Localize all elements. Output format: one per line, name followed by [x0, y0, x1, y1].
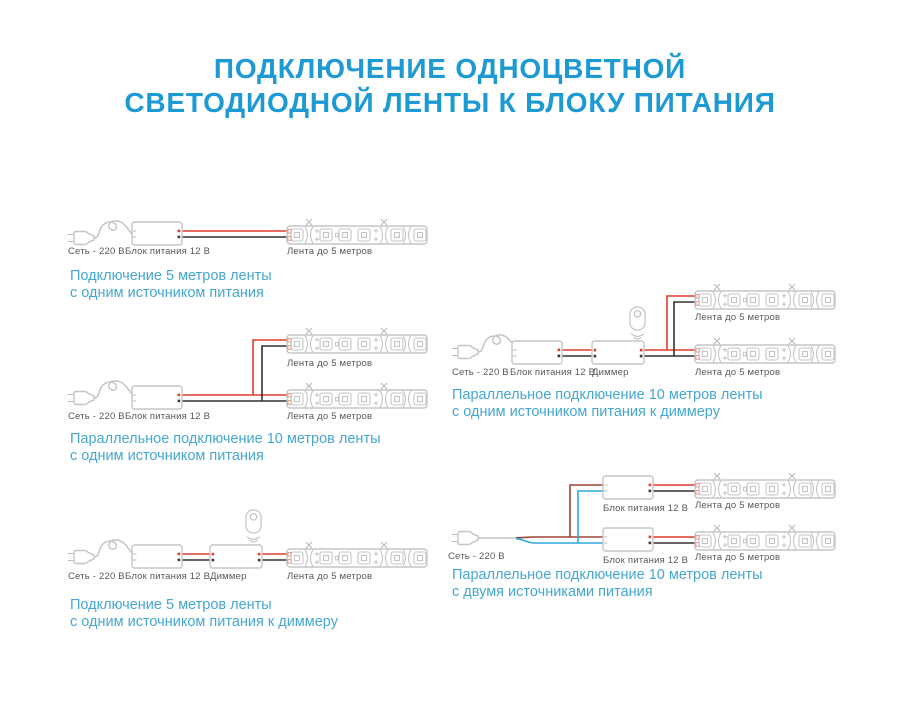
- diagram-5-graphic: [451, 472, 836, 552]
- wire-red: [562, 295, 696, 351]
- mains-label: Сеть - 220 В: [68, 246, 125, 257]
- mains-label: Сеть - 220 В: [68, 571, 125, 582]
- led-strip: [694, 283, 836, 310]
- psu-box: [131, 221, 183, 246]
- power-cord: [93, 380, 133, 399]
- wire-red: [182, 339, 288, 396]
- power-cord: [477, 334, 517, 353]
- psu-label: Блок питания 12 В: [125, 571, 211, 582]
- psu-box: [511, 340, 563, 365]
- power-plug-icon: [451, 344, 479, 360]
- caption-line: Параллельное подключение 10 метров ленты: [452, 387, 763, 403]
- led-strip: [286, 218, 428, 245]
- strip-label: Лента до 5 метров: [287, 411, 373, 422]
- psu-label: Блок питания 12 В: [603, 503, 689, 514]
- caption-line: Параллельное подключение 10 метров ленты: [452, 567, 763, 583]
- mains-label: Сеть - 220 В: [68, 411, 125, 422]
- strip-label: Лента до 5 метров: [287, 571, 373, 582]
- wire-red: [653, 484, 696, 538]
- led-strip: [286, 327, 428, 354]
- page-title-line1: ПОДКЛЮЧЕНИЕ ОДНОЦВЕТНОЙ: [213, 53, 687, 84]
- power-plug-icon: [451, 530, 479, 546]
- diagram-2-graphic: [67, 327, 428, 410]
- diagram-5-caption: Параллельное подключение 10 метров ленты…: [452, 567, 763, 601]
- diagram-3-caption: Подключение 5 метров ленты с одним источ…: [70, 597, 338, 631]
- page-title: ПОДКЛЮЧЕНИЕ ОДНОЦВЕТНОЙ СВЕТОДИОДНОЙ ЛЕН…: [0, 52, 900, 120]
- psu-box: [602, 475, 654, 500]
- led-strip: [694, 337, 836, 364]
- led-strip: [694, 524, 836, 551]
- strip-label: Лента до 5 метров: [695, 500, 781, 511]
- caption-line: с одним источником питания: [70, 285, 264, 301]
- led-strip: [286, 541, 428, 568]
- wire-blue-ac: [515, 490, 604, 544]
- psu-box: [131, 385, 183, 410]
- wire-black: [182, 345, 288, 402]
- diagram-4-graphic: [451, 283, 836, 365]
- dimmer-box: [209, 544, 263, 569]
- caption-line: с одним источником питания к диммеру: [452, 404, 720, 420]
- led-strip: [286, 382, 428, 409]
- power-plug-icon: [67, 230, 95, 246]
- strip-label: Лента до 5 метров: [695, 312, 781, 323]
- diagram-1-graphic: [67, 218, 428, 246]
- caption-line: Подключение 5 метров ленты: [70, 268, 272, 284]
- caption-line: с одним источником питания: [70, 448, 264, 464]
- mains-label: Сеть - 220 В: [448, 551, 505, 562]
- psu-label: Блок питания 12 В: [510, 367, 596, 378]
- led-strip: [694, 472, 836, 499]
- power-plug-icon: [67, 390, 95, 406]
- psu-box: [602, 527, 654, 552]
- strip-label: Лента до 5 метров: [287, 358, 373, 369]
- dimmer-label: Диммер: [210, 571, 247, 582]
- page-title-line2: СВЕТОДИОДНОЙ ЛЕНТЫ К БЛОКУ ПИТАНИЯ: [124, 87, 776, 118]
- power-cord: [93, 220, 133, 239]
- diagram-4-caption: Параллельное подключение 10 метров ленты…: [452, 387, 763, 421]
- diagram-2-caption: Параллельное подключение 10 метров ленты…: [70, 431, 381, 465]
- wire-brown-ac: [515, 484, 604, 539]
- mains-label: Сеть - 220 В: [452, 367, 509, 378]
- strip-label: Лента до 5 метров: [287, 246, 373, 257]
- strip-label: Лента до 5 метров: [695, 552, 781, 563]
- caption-line: с двумя источниками питания: [452, 584, 653, 600]
- power-cord: [93, 539, 133, 558]
- power-plug-icon: [67, 549, 95, 565]
- caption-line: с одним источником питания к диммеру: [70, 614, 338, 630]
- dimmer-label: Диммер: [592, 367, 629, 378]
- diagram-3-graphic: [67, 509, 428, 569]
- dimmer-box: [591, 340, 645, 365]
- psu-label: Блок питания 12 В: [125, 246, 211, 257]
- caption-line: Параллельное подключение 10 метров ленты: [70, 431, 381, 447]
- psu-label: Блок питания 12 В: [125, 411, 211, 422]
- remote-control-icon: [245, 509, 262, 543]
- strip-label: Лента до 5 метров: [695, 367, 781, 378]
- caption-line: Подключение 5 метров ленты: [70, 597, 272, 613]
- remote-control-icon: [629, 306, 646, 340]
- psu-box: [131, 544, 183, 569]
- wire-black: [653, 490, 696, 544]
- wire-black: [562, 301, 696, 357]
- diagram-1-caption: Подключение 5 метров ленты с одним источ…: [70, 268, 272, 302]
- psu-label: Блок питания 12 В: [603, 555, 689, 566]
